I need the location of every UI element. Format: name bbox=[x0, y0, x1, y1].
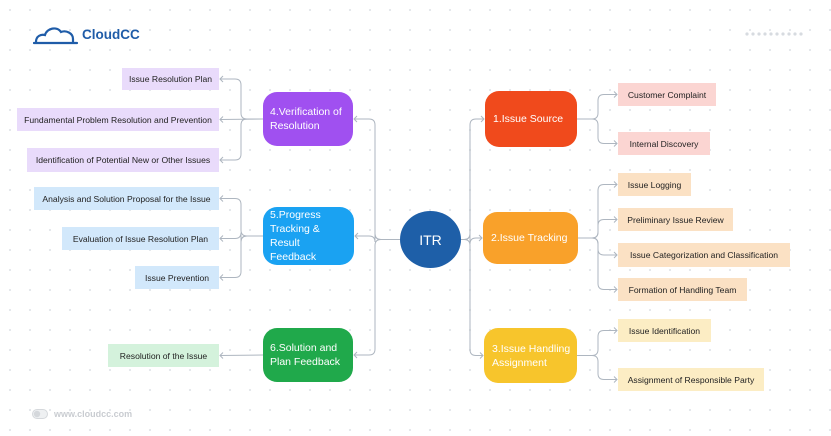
leaf-issue-source-0: Customer Complaint bbox=[618, 83, 716, 106]
leaf-progress-1-label: Evaluation of Issue Resolution Plan bbox=[72, 233, 209, 244]
branch-solution-label: 6.Solution and Plan Feedback bbox=[270, 342, 341, 368]
arrow-progress bbox=[354, 232, 359, 240]
branch-issue-tracking: 2.Issue Tracking bbox=[483, 212, 578, 264]
leaf-progress-1: Evaluation of Issue Resolution Plan bbox=[62, 227, 219, 250]
leaf-issue-tracking-3: Formation of Handling Team bbox=[618, 278, 747, 301]
branch-progress-label: 5.Progress Tracking & Result Feedback bbox=[270, 209, 321, 263]
leaf-solution-0-label: Resolution of the Issue bbox=[119, 350, 208, 361]
leaf-issue-handling-0: Issue Identification bbox=[618, 319, 711, 342]
connector-progress-0 bbox=[220, 198, 263, 237]
arrow-verification-0 bbox=[219, 75, 224, 83]
leaf-issue-tracking-3-label: Formation of Handling Team bbox=[628, 284, 737, 295]
arrow-issue-tracking-3 bbox=[613, 286, 618, 293]
footer: www.cloudcc.com bbox=[32, 409, 132, 419]
arrow-issue-handling-1 bbox=[613, 376, 618, 383]
leaf-verification-0-label: Issue Resolution Plan bbox=[128, 74, 213, 84]
center-node-itr: ITR bbox=[400, 211, 461, 268]
leaf-issue-handling-1-label: Assignment of Responsible Party bbox=[627, 374, 755, 385]
connector-issue-handling-1 bbox=[577, 355, 617, 380]
arrow-verification bbox=[353, 115, 358, 123]
brand-name: CloudCC bbox=[82, 26, 140, 42]
arrow-issue-tracking-2 bbox=[613, 251, 618, 259]
connector-center-issue-tracking bbox=[461, 233, 482, 245]
arrow-progress-0 bbox=[219, 195, 224, 202]
branch-solution: 6.Solution and Plan Feedback bbox=[263, 328, 353, 382]
branch-progress: 5.Progress Tracking & Result Feedback bbox=[263, 207, 354, 265]
leaf-issue-tracking-0-label: Issue Logging bbox=[627, 179, 682, 190]
arrow-issue-source-0 bbox=[613, 91, 618, 98]
connector-issue-source-1 bbox=[577, 118, 617, 144]
branch-issue-handling: 3.Issue Handling Assignment bbox=[484, 328, 577, 383]
connector-center-issue-source bbox=[461, 118, 484, 240]
leaf-progress-2: Issue Prevention bbox=[135, 266, 219, 289]
branch-issue-source-label: 1.Issue Source bbox=[493, 113, 564, 125]
connector-issue-tracking-3 bbox=[578, 237, 617, 290]
connector-solution-0 bbox=[219, 354, 264, 356]
arrow-issue-tracking-1 bbox=[613, 216, 618, 223]
leaf-progress-2-label: Issue Prevention bbox=[144, 272, 209, 283]
branch-issue-source: 1.Issue Source bbox=[485, 91, 577, 147]
connector-center-progress bbox=[355, 233, 400, 243]
leaf-progress-0-label: Analysis and Solution Proposal for the I… bbox=[42, 193, 211, 204]
arrow-verification-1 bbox=[219, 116, 224, 123]
connector-progress-2 bbox=[220, 235, 263, 278]
leaf-issue-handling-0-label: Issue Identification bbox=[628, 325, 701, 336]
connector-verification-0 bbox=[220, 78, 263, 120]
leaf-issue-tracking-2: Issue Categorization and Classification bbox=[618, 243, 790, 267]
leaf-issue-source-0-label: Customer Complaint bbox=[627, 89, 707, 100]
website-url: www.cloudcc.com bbox=[54, 409, 133, 419]
arrow-issue-tracking bbox=[478, 234, 483, 242]
leaf-issue-tracking-2-label: Issue Categorization and Classification bbox=[629, 250, 779, 260]
leaf-solution-0: Resolution of the Issue bbox=[108, 344, 219, 367]
arrow-verification-2 bbox=[219, 156, 224, 164]
arrow-progress-2 bbox=[219, 274, 224, 281]
arrow-issue-source bbox=[480, 115, 485, 123]
connector-verification-2 bbox=[220, 118, 263, 161]
connector-center-issue-handling bbox=[461, 239, 483, 356]
leaf-verification-0: Issue Resolution Plan bbox=[122, 68, 219, 90]
arrow-solution-0 bbox=[219, 352, 224, 359]
leaf-progress-0: Analysis and Solution Proposal for the I… bbox=[34, 187, 219, 210]
arrow-issue-source-1 bbox=[613, 140, 618, 147]
leaf-verification-1-label: Fundamental Problem Resolution and Preve… bbox=[24, 114, 212, 125]
cloud-icon bbox=[33, 27, 79, 45]
branch-verification-label: 4.Verification of Resolution bbox=[270, 106, 342, 132]
decorative-dots bbox=[745, 32, 803, 36]
leaf-verification-2-label: Identification of Potential New or Other… bbox=[35, 155, 211, 165]
leaf-issue-tracking-1-label: Preliminary Issue Review bbox=[627, 214, 724, 225]
leaf-issue-source-1-label: Internal Discovery bbox=[629, 138, 699, 149]
connector-issue-handling-0 bbox=[577, 330, 617, 356]
arrow-progress-1 bbox=[219, 235, 224, 242]
cloudcc-logo: CloudCC bbox=[33, 23, 140, 45]
connector-center-verification bbox=[354, 118, 400, 240]
leaf-issue-tracking-1: Preliminary Issue Review bbox=[618, 208, 733, 231]
arrow-issue-handling bbox=[479, 352, 484, 359]
connector-center-solution bbox=[354, 239, 400, 356]
leaf-issue-tracking-0: Issue Logging bbox=[618, 173, 691, 196]
connector-issue-source-0 bbox=[577, 94, 617, 120]
leaf-issue-handling-1: Assignment of Responsible Party bbox=[618, 368, 764, 391]
leaf-verification-1: Fundamental Problem Resolution and Preve… bbox=[17, 108, 219, 131]
branch-issue-tracking-label: 2.Issue Tracking bbox=[491, 232, 568, 244]
branch-issue-handling-label: 3.Issue Handling Assignment bbox=[492, 342, 571, 369]
connector-issue-tracking-1 bbox=[578, 219, 617, 239]
arrow-issue-handling-0 bbox=[613, 327, 618, 334]
branch-verification: 4.Verification of Resolution bbox=[263, 92, 353, 146]
leaf-issue-source-1: Internal Discovery bbox=[618, 132, 710, 155]
toggle-logo-icon bbox=[32, 409, 48, 419]
arrow-solution bbox=[353, 351, 358, 359]
leaf-verification-2: Identification of Potential New or Other… bbox=[27, 148, 219, 172]
arrow-issue-tracking-0 bbox=[613, 181, 618, 188]
center-node-itr-label: ITR bbox=[419, 231, 442, 248]
